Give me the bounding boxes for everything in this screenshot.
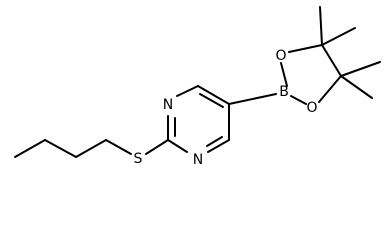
dioxaborolane-ring: [280, 44, 342, 105]
bond-c6-n1: [207, 139, 230, 153]
bond-b-o1: [280, 62, 288, 87]
atom-boron: B: [279, 84, 289, 100]
pyrimidine-ring: [167, 85, 230, 153]
bond-o1-c: [288, 44, 323, 53]
bond-c1-c2: [14, 139, 46, 158]
bond-c4-c5: [197, 85, 230, 105]
atom-nitrogen-bottom: N: [193, 152, 203, 168]
bond-c4-c5-inner: [199, 93, 224, 108]
bond-c5-b: [228, 93, 277, 105]
bond-c3-c4: [75, 139, 107, 158]
butyl-chain: [14, 139, 132, 158]
bond-methyl-2: [321, 27, 356, 46]
bond-c-o2: [318, 75, 342, 103]
bond-n3-c4: [176, 85, 199, 97]
atom-sulfur: S: [134, 151, 143, 167]
atom-oxygen-bottom: O: [306, 100, 317, 116]
bond-methyl-1: [319, 6, 323, 46]
bond-c2-c3: [44, 139, 77, 158]
bond-c-c: [321, 44, 342, 77]
bond-methyl-4: [340, 75, 373, 99]
atom-oxygen-top: O: [275, 48, 286, 64]
bond-o2-b: [290, 95, 307, 105]
chemical-structure-diagram: N N S B O O: [14, 6, 381, 168]
bond-c6-n1-inner: [206, 136, 223, 147]
methyl-groups: [319, 6, 381, 99]
bond-methyl-3: [340, 61, 381, 77]
bond-s-c2: [145, 139, 169, 155]
atom-nitrogen-top: N: [163, 97, 173, 113]
atom-labels: N N S B O O: [134, 48, 318, 168]
bond-c4-s: [105, 139, 132, 155]
bond-n1-c2: [167, 139, 188, 153]
